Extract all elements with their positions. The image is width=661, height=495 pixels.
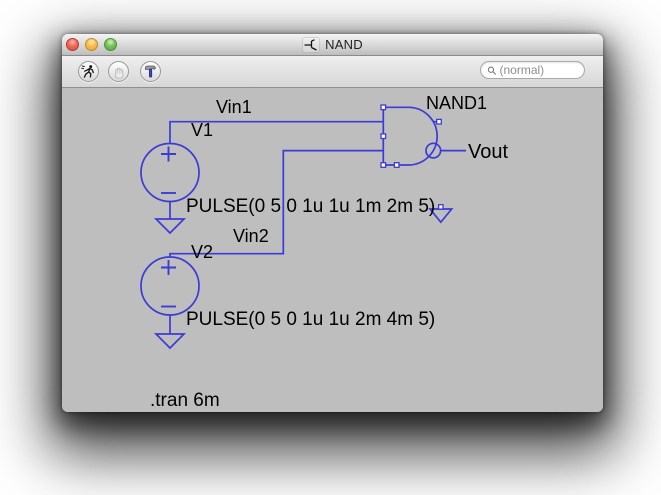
directive-tran[interactable]: .tran 6m [150,390,220,411]
close-button[interactable] [66,38,79,51]
runner-icon [81,65,94,78]
hammer-icon [145,65,157,78]
title-group: NAND [302,36,363,53]
search-input[interactable] [499,63,578,77]
ground-symbol-floating[interactable] [428,204,454,224]
wire-vin2[interactable] [169,149,384,257]
search-icon [487,66,497,75]
minimize-button[interactable] [85,38,98,51]
net-label-vout[interactable]: Vout [468,141,509,163]
designator-nand1[interactable]: NAND1 [426,93,488,113]
schematic-doc-icon [302,36,321,53]
run-simulation-button[interactable] [78,61,99,82]
title-bar[interactable]: NAND [62,34,603,56]
toolbar [62,56,603,88]
nand-gate-symbol[interactable] [380,104,466,168]
wire-vin1[interactable] [169,120,384,144]
window-controls [66,38,117,51]
net-label-vin1[interactable]: Vin1 [216,97,252,117]
ground-symbol-v2 [153,333,187,350]
hand-icon [114,67,123,79]
value-pulse2[interactable]: PULSE(0 5 0 1u 1u 2m 4m 5) [186,309,436,330]
voltage-source-v2[interactable] [140,256,200,350]
value-pulse1[interactable]: PULSE(0 5 0 1u 1u 1m 2m 5) [186,196,436,217]
search-field[interactable] [480,61,585,79]
window-title: NAND [325,37,363,52]
designator-v2[interactable]: V2 [191,242,214,262]
voltage-source-v1[interactable] [140,142,200,235]
schematic-canvas[interactable]: Vin1 V1 NAND1 Vout PULSE(0 5 0 1u 1u 1m … [62,88,603,412]
pan-button[interactable] [108,61,129,82]
ground-symbol-v1 [153,218,187,235]
net-label-vin2[interactable]: Vin2 [233,226,269,246]
zoom-button[interactable] [104,38,117,51]
tools-button[interactable] [140,61,161,82]
designator-v1[interactable]: V1 [191,120,214,140]
app-window: NAND [62,34,603,412]
